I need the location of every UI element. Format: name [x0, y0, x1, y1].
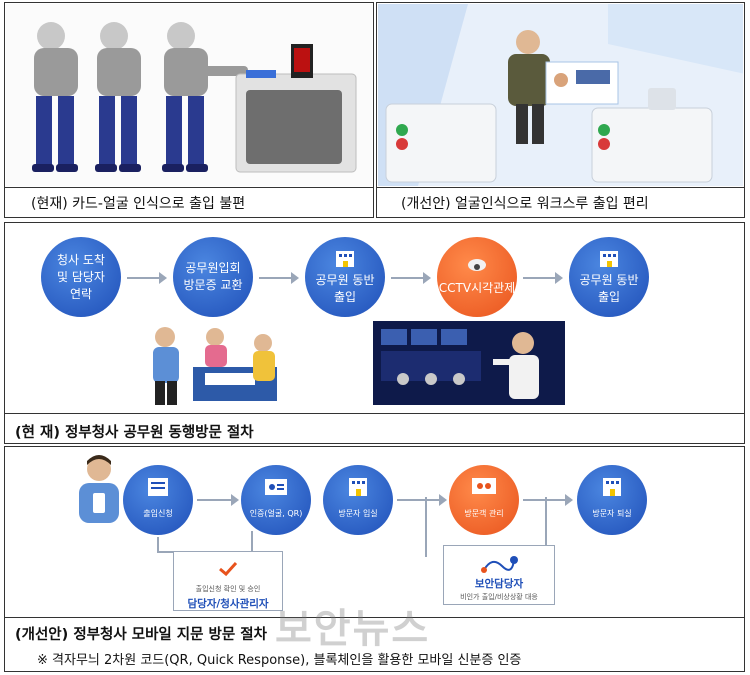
building-icon: [603, 478, 621, 496]
qr-blockchain-note: ※ 격자무늬 2차원 코드(QR, Quick Response), 블록체인을…: [37, 653, 522, 668]
flow-arrow: [197, 494, 239, 506]
step-pass-exchange: 공무원입회 방문증 교환: [173, 237, 253, 317]
person-figure: [162, 22, 248, 172]
step-visitor-check-out: 방문자 퇴실: [577, 465, 647, 535]
step-line: 공무원입회: [185, 261, 241, 275]
approver-box: 출입신청 확인 및 승인 담당자/청사관리자: [173, 551, 283, 611]
improved-method-caption: (개선안) 얼굴인식으로 워크스루 출입 편리: [401, 196, 649, 212]
cctv-control-room-illustration: [373, 321, 565, 405]
improved-process-caption: (개선안) 정부청사 모바일 지문 방문 절차: [15, 627, 267, 643]
walkthrough-gate-illustration: [378, 4, 743, 186]
step-line: 청사 도착: [57, 252, 105, 267]
monitor-icon: [472, 478, 496, 494]
id-card-icon: [265, 479, 287, 495]
visitor-with-phone-illustration: [79, 455, 119, 523]
step-access-request: 출입신청: [123, 465, 193, 535]
building-icon: [600, 250, 618, 267]
step-label: 방문자 퇴실: [592, 509, 632, 518]
improved-process-section: 출입신청 인증(얼굴, QR) 방문자 입실 방문객 관리 방문자 퇴실 출입신…: [4, 446, 745, 672]
security-officer-box: 보안담당자 비인가 출입/비상상황 대응: [443, 545, 555, 605]
step-label: 방문자 입실: [338, 509, 378, 518]
step-visitor-management: 방문객 관리: [449, 465, 519, 535]
current-method-panel: (현재) 카드-얼굴 인식으로 출입 불편: [4, 2, 374, 218]
route-pin-icon: [481, 556, 518, 573]
current-method-caption: (현재) 카드-얼굴 인식으로 출입 불편: [31, 196, 246, 212]
current-process-caption: (현 재) 정부청사 공무원 동행방문 절차: [15, 425, 254, 441]
card-face-gate-illustration: [6, 4, 372, 186]
step-line: 방문증 교환: [183, 278, 243, 292]
step-visitor-check-in: 방문자 입실: [323, 465, 393, 535]
building-icon: [349, 478, 367, 496]
step-line: 및 담당자: [57, 269, 105, 284]
step-line: CCTV시각관제: [438, 281, 516, 295]
news-watermark: 보안뉴스: [275, 606, 431, 652]
step-line: 출입: [333, 289, 357, 304]
cctv-camera-icon: [468, 259, 486, 271]
document-icon: [148, 478, 168, 496]
improved-method-panel: (개선안) 얼굴인식으로 워크스루 출입 편리: [376, 2, 745, 218]
step-label: 방문객 관리: [464, 509, 504, 518]
approver-title: 담당자/청사관리자: [187, 598, 269, 610]
step-escorted-entry: 공무원 동반 출입: [305, 237, 385, 317]
reception-desk-illustration: [153, 327, 277, 405]
flow-arrow: [397, 494, 447, 506]
flow-arrow: [523, 272, 563, 284]
flow-arrow: [127, 272, 167, 284]
step-arrival-contact: 청사 도착 및 담당자 연락: [41, 237, 121, 317]
step-authentication: 인증(얼굴, QR): [241, 465, 311, 535]
person-figure: [95, 22, 141, 172]
checkmark-icon: [219, 561, 238, 577]
flow-arrow: [523, 494, 573, 506]
building-icon: [336, 250, 354, 267]
flow-arrow: [391, 272, 431, 284]
security-officer-subtitle: 비인가 출입/비상상황 대응: [460, 593, 538, 601]
step-escorted-entry-final: 공무원 동반 출입: [569, 237, 649, 317]
security-officer-title: 보안담당자: [474, 578, 524, 590]
step-line: 공무원 동반: [579, 272, 639, 287]
step-label: 인증(얼굴, QR): [249, 509, 303, 518]
person-figure: [32, 22, 78, 172]
flow-arrow: [259, 272, 299, 284]
approver-subtitle: 출입신청 확인 및 승인: [195, 585, 261, 593]
step-line: 공무원 동반: [315, 272, 375, 287]
current-process-section: 청사 도착 및 담당자 연락 공무원입회 방문증 교환 공무원 동반 출입 CC…: [4, 222, 745, 444]
step-line: 연락: [69, 286, 93, 301]
step-cctv-monitoring: CCTV시각관제: [437, 237, 517, 317]
step-label: 출입신청: [143, 509, 173, 518]
step-line: 출입: [597, 289, 621, 304]
